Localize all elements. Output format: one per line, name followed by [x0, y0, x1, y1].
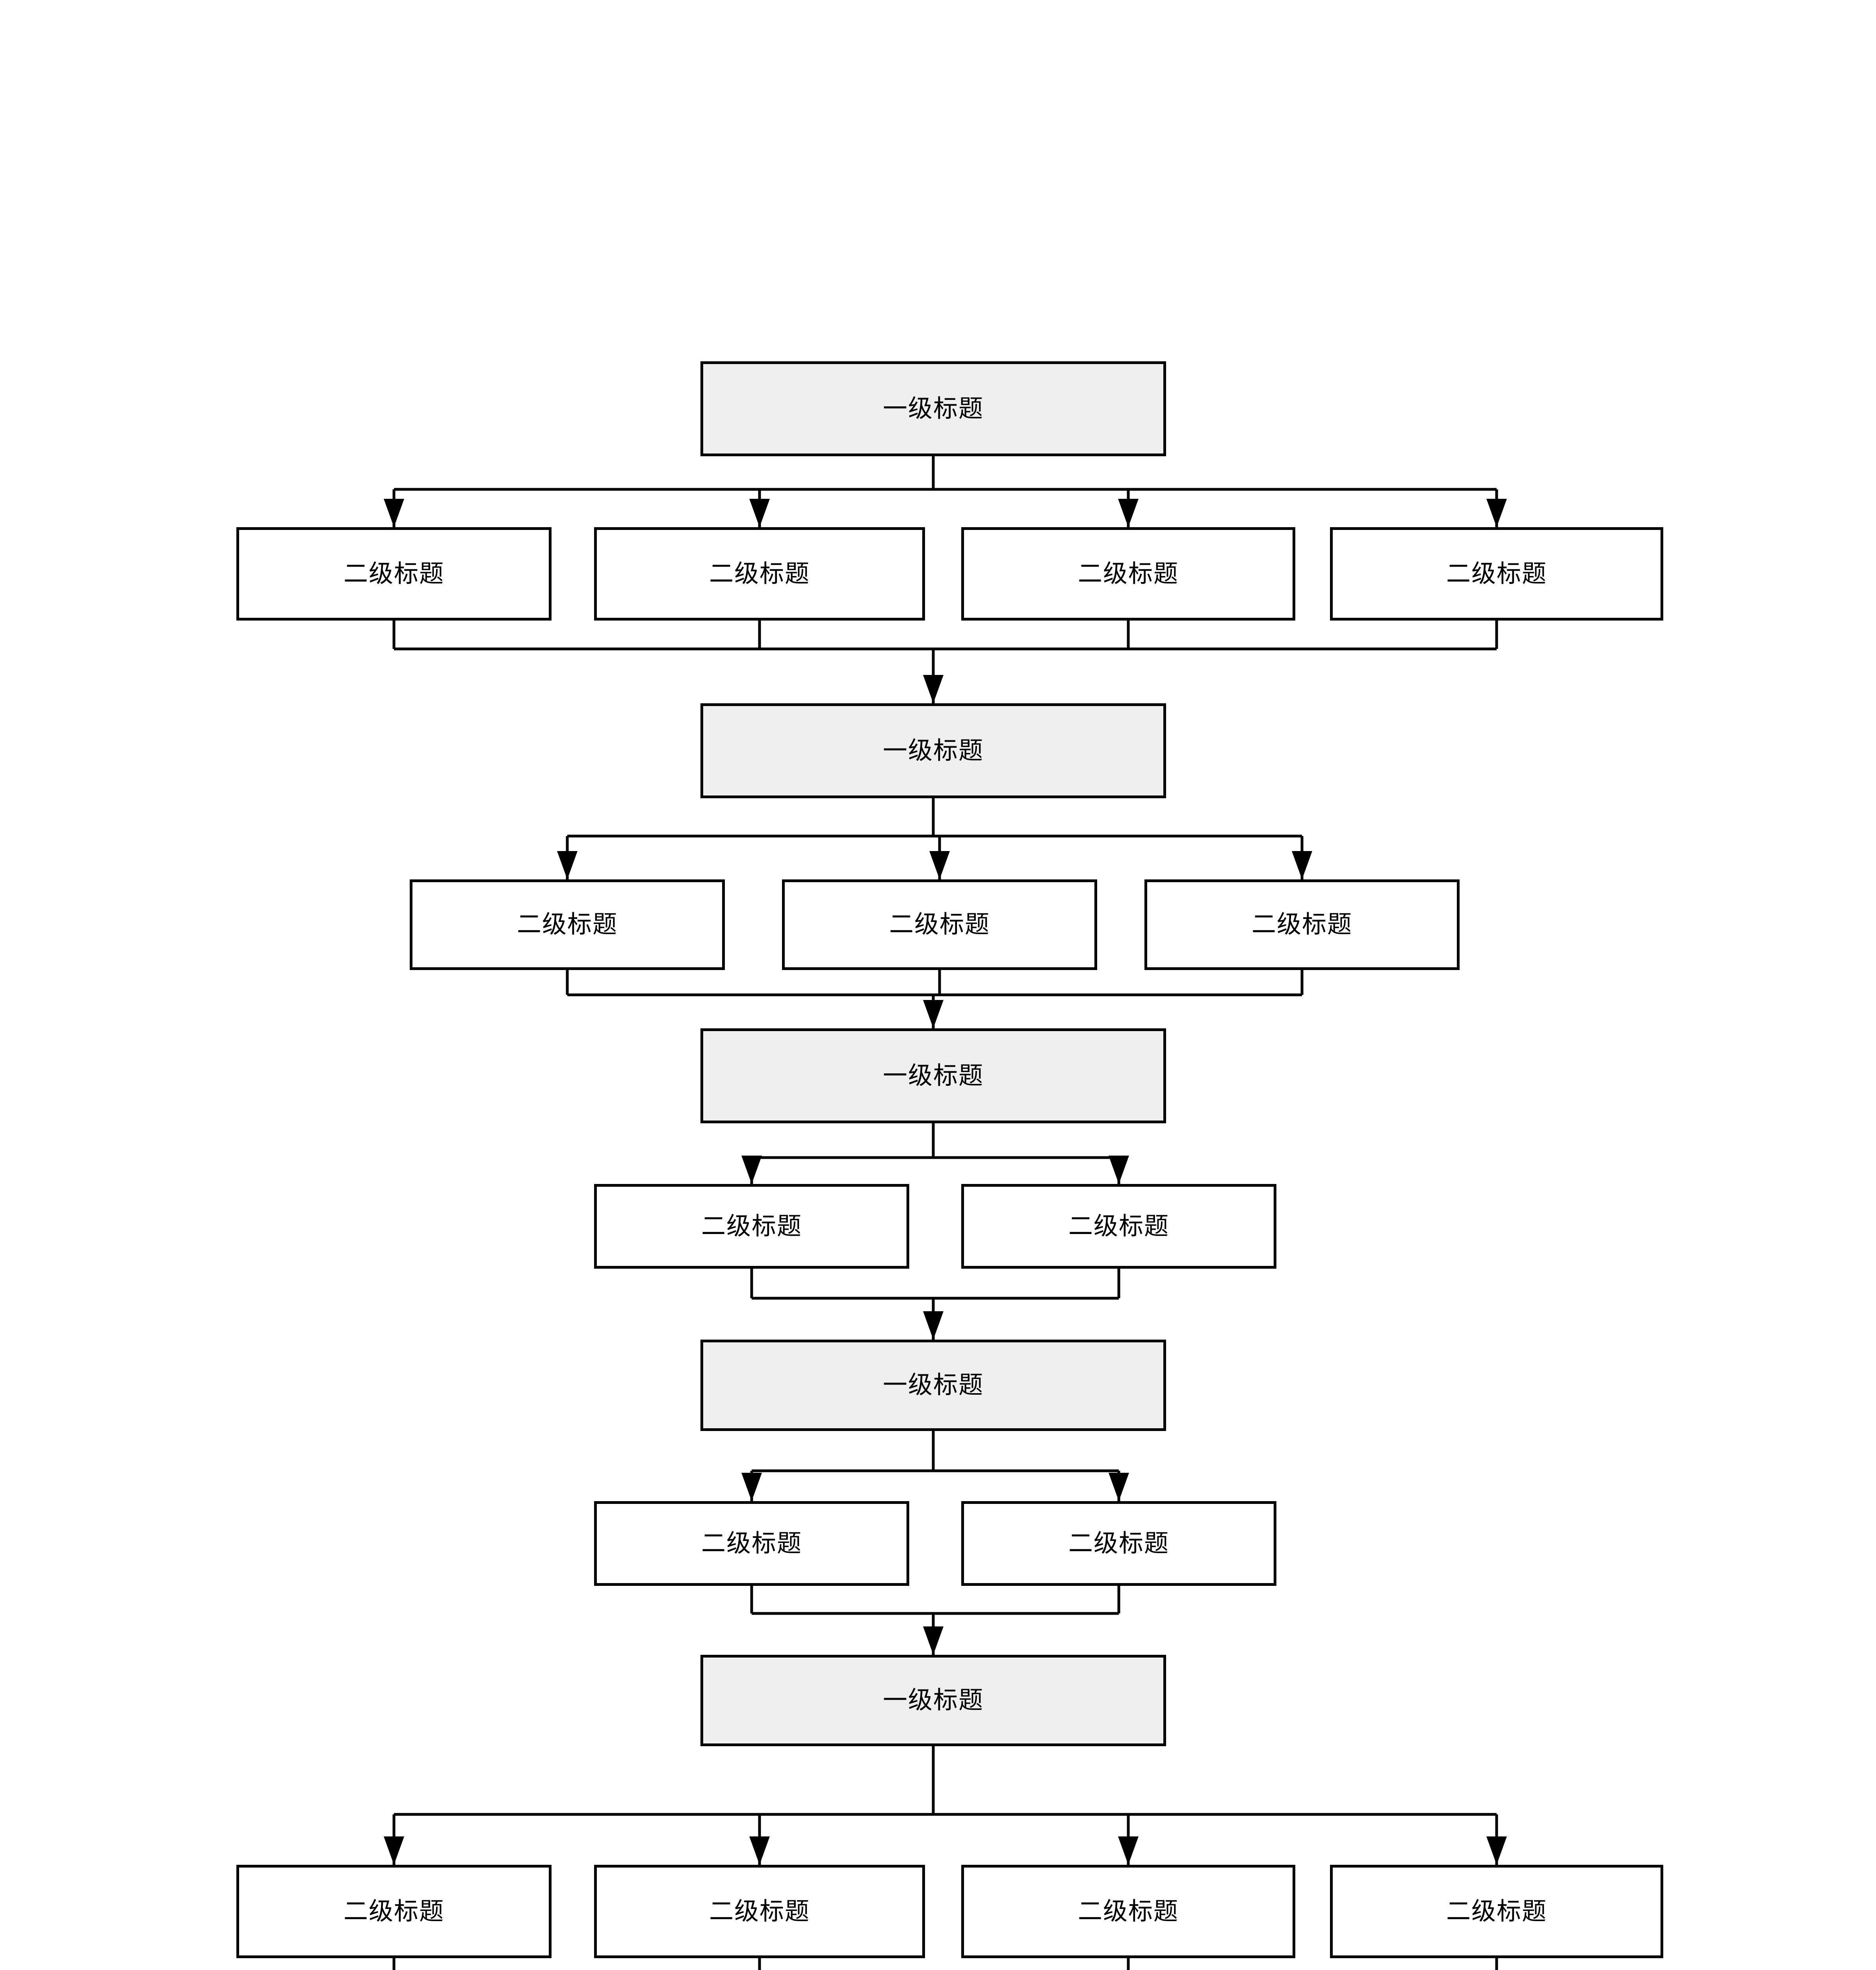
level2-node-label: 二级标题: [1068, 1212, 1169, 1240]
level1-node[interactable]: 一级标题: [700, 1028, 1166, 1123]
level1-node-label: 一级标题: [882, 1372, 984, 1399]
level2-node[interactable]: 二级标题: [594, 1501, 909, 1586]
level2-node[interactable]: 二级标题: [594, 527, 925, 621]
level2-node[interactable]: 二级标题: [961, 1865, 1295, 1958]
level1-node-label: 一级标题: [882, 395, 984, 422]
arrow-head-down: [1118, 1836, 1139, 1865]
level2-node[interactable]: 二级标题: [1330, 1865, 1663, 1958]
level2-node-label: 二级标题: [1446, 1898, 1547, 1925]
arrow-head-down: [923, 1626, 944, 1655]
level2-node[interactable]: 二级标题: [594, 1865, 925, 1958]
arrow-head-down: [1109, 1156, 1129, 1184]
arrow-head-down: [1109, 1473, 1129, 1501]
arrow-head-down: [749, 1836, 770, 1865]
level1-node[interactable]: 一级标题: [700, 1655, 1166, 1746]
level2-node-label: 二级标题: [709, 1898, 810, 1925]
level2-node[interactable]: 二级标题: [594, 1184, 909, 1269]
level2-node-label: 二级标题: [701, 1212, 802, 1240]
level2-node-label: 二级标题: [343, 560, 444, 587]
arrow-head-down: [929, 851, 950, 879]
level2-node[interactable]: 二级标题: [961, 527, 1295, 621]
level1-node-label: 一级标题: [882, 1687, 984, 1714]
level2-node-label: 二级标题: [701, 1530, 802, 1557]
level2-node-label: 二级标题: [709, 560, 810, 587]
level1-node[interactable]: 一级标题: [700, 1340, 1166, 1431]
arrow-head-down: [741, 1473, 762, 1501]
level2-node-label: 二级标题: [516, 911, 618, 938]
level2-node[interactable]: 二级标题: [1144, 879, 1460, 970]
arrow-head-down: [1486, 1836, 1507, 1865]
arrow-head-down: [1486, 499, 1507, 527]
level2-node-label: 二级标题: [343, 1898, 444, 1925]
arrow-head-down: [384, 1836, 404, 1865]
level2-node[interactable]: 二级标题: [961, 1501, 1276, 1586]
level2-node-label: 二级标题: [1251, 911, 1352, 938]
level2-node-label: 二级标题: [1446, 560, 1547, 587]
level2-node-label: 二级标题: [1068, 1530, 1169, 1557]
arrow-head-down: [384, 499, 404, 527]
arrow-head-down: [1292, 851, 1312, 879]
level1-node-label: 一级标题: [882, 1062, 984, 1089]
arrow-head-down: [923, 675, 944, 703]
level2-node-label: 二级标题: [1077, 1898, 1179, 1925]
arrow-head-down: [1118, 499, 1139, 527]
level2-node-label: 二级标题: [1077, 560, 1179, 587]
level2-node[interactable]: 二级标题: [410, 879, 725, 970]
level1-node[interactable]: 一级标题: [700, 703, 1166, 798]
level2-node[interactable]: 二级标题: [236, 527, 552, 621]
level1-node[interactable]: 一级标题: [700, 361, 1166, 456]
level2-node-label: 二级标题: [889, 911, 990, 938]
arrow-head-down: [749, 499, 770, 527]
level2-node[interactable]: 二级标题: [236, 1865, 552, 1958]
level2-node[interactable]: 二级标题: [782, 879, 1097, 970]
level1-node-label: 一级标题: [882, 737, 984, 764]
arrow-head-down: [557, 851, 578, 879]
level2-node[interactable]: 二级标题: [1330, 527, 1663, 621]
arrow-head-down: [923, 1000, 944, 1028]
arrow-head-down: [923, 1311, 944, 1340]
level2-node[interactable]: 二级标题: [961, 1184, 1276, 1269]
arrow-head-down: [741, 1156, 762, 1184]
